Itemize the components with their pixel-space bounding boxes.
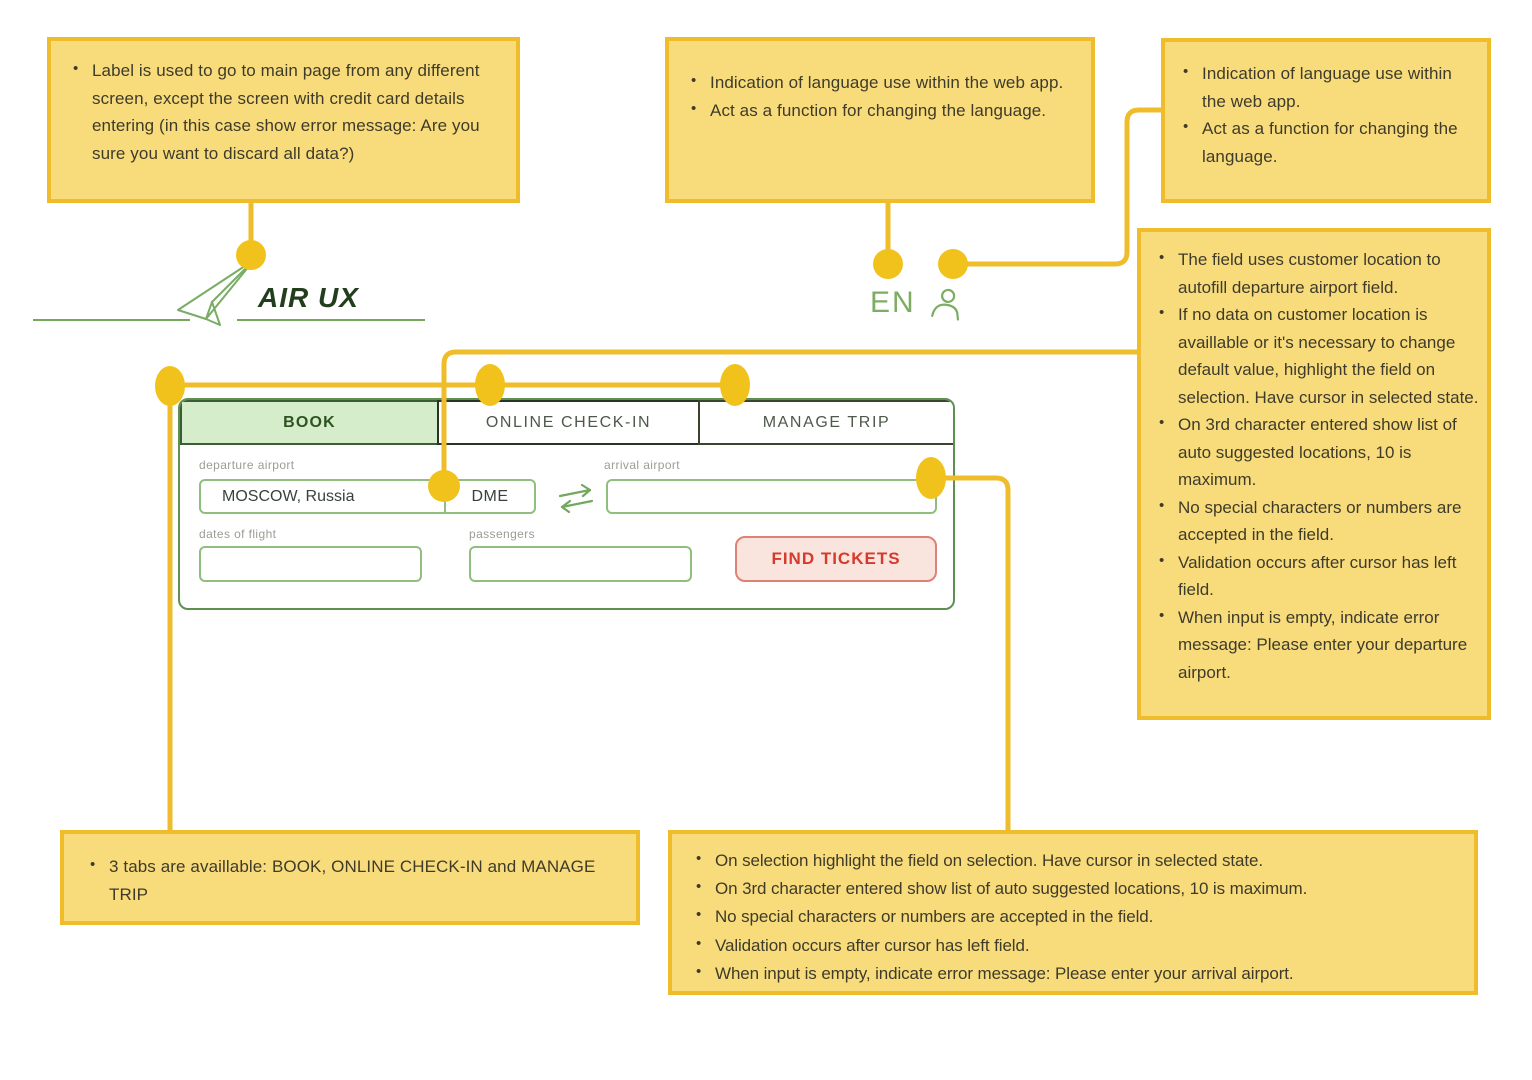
annotation-bullet: On 3rd character entered show list of au… xyxy=(1151,411,1479,494)
connector-dot xyxy=(938,249,968,279)
annotation-bullet: If no data on customer location is avail… xyxy=(1151,301,1479,411)
annotation-bullet: Act as a function for changing the langu… xyxy=(1175,115,1477,170)
annotation-bullet: 3 tabs are availlable: BOOK, ONLINE CHEC… xyxy=(82,853,620,908)
arrival-airport-field[interactable] xyxy=(606,479,937,514)
annotation-bullet: When input is empty, indicate error mess… xyxy=(688,960,1460,988)
logo-divider-line xyxy=(237,319,425,321)
tab-book[interactable]: BOOK xyxy=(180,400,439,445)
departure-airport-code[interactable]: DME xyxy=(444,481,534,512)
account-icon xyxy=(931,288,960,321)
find-tickets-button[interactable]: FIND TICKETS xyxy=(735,536,937,582)
annotation-box-logo: Label is used to go to main page from an… xyxy=(47,37,520,203)
tab-manage-trip[interactable]: MANAGE TRIP xyxy=(698,400,953,445)
account-button[interactable] xyxy=(930,286,966,322)
connector-dot xyxy=(873,249,903,279)
annotation-box-arrival-field: On selection highlight the field on sele… xyxy=(668,830,1478,995)
annotation-bullet: When input is empty, indicate error mess… xyxy=(1151,604,1479,687)
annotation-bullet: On 3rd character entered show list of au… xyxy=(688,875,1460,903)
tab-bar: BOOK ONLINE CHECK-IN MANAGE TRIP xyxy=(180,400,953,445)
logo[interactable]: AIR UX xyxy=(30,250,430,330)
annotation-box-language-account: Indication of language use within the we… xyxy=(1161,38,1491,203)
dates-of-flight-label: dates of flight xyxy=(199,527,277,541)
logo-text: AIR UX xyxy=(258,282,359,313)
annotation-bullet: No special characters or numbers are acc… xyxy=(1151,494,1479,549)
annotation-bullet: No special characters or numbers are acc… xyxy=(688,903,1460,931)
logo-divider-line xyxy=(33,319,190,321)
annotation-box-language: Indication of language use within the we… xyxy=(665,37,1095,203)
departure-airport-label: departure airport xyxy=(199,458,295,472)
language-selector[interactable]: EN xyxy=(870,286,916,319)
arrival-airport-label: arrival airport xyxy=(604,458,681,472)
departure-airport-field[interactable]: MOSCOW, Russia DME xyxy=(199,479,536,514)
swap-airports-icon[interactable] xyxy=(556,484,596,514)
annotation-bullet: Label is used to go to main page from an… xyxy=(65,57,502,167)
annotation-bullet: On selection highlight the field on sele… xyxy=(688,847,1460,875)
tab-online-check-in[interactable]: ONLINE CHECK-IN xyxy=(437,400,700,445)
booking-widget: BOOK ONLINE CHECK-IN MANAGE TRIP departu… xyxy=(178,398,955,610)
annotation-bullet: The field uses customer location to auto… xyxy=(1151,246,1479,301)
passengers-label: passengers xyxy=(469,527,536,541)
annotation-box-departure-field: The field uses customer location to auto… xyxy=(1137,228,1491,720)
annotation-bullet: Indication of language use within the we… xyxy=(683,69,1077,97)
paper-plane-icon xyxy=(177,259,255,326)
annotation-bullet: Validation occurs after cursor has left … xyxy=(1151,549,1479,604)
annotation-bullet: Act as a function for changing the langu… xyxy=(683,97,1077,125)
annotation-box-tabs: 3 tabs are availlable: BOOK, ONLINE CHEC… xyxy=(60,830,640,925)
annotation-bullet: Validation occurs after cursor has left … xyxy=(688,932,1460,960)
annotation-bullet: Indication of language use within the we… xyxy=(1175,60,1477,115)
passengers-field[interactable] xyxy=(469,546,692,582)
dates-of-flight-field[interactable] xyxy=(199,546,422,582)
departure-airport-value[interactable]: MOSCOW, Russia xyxy=(222,487,355,505)
